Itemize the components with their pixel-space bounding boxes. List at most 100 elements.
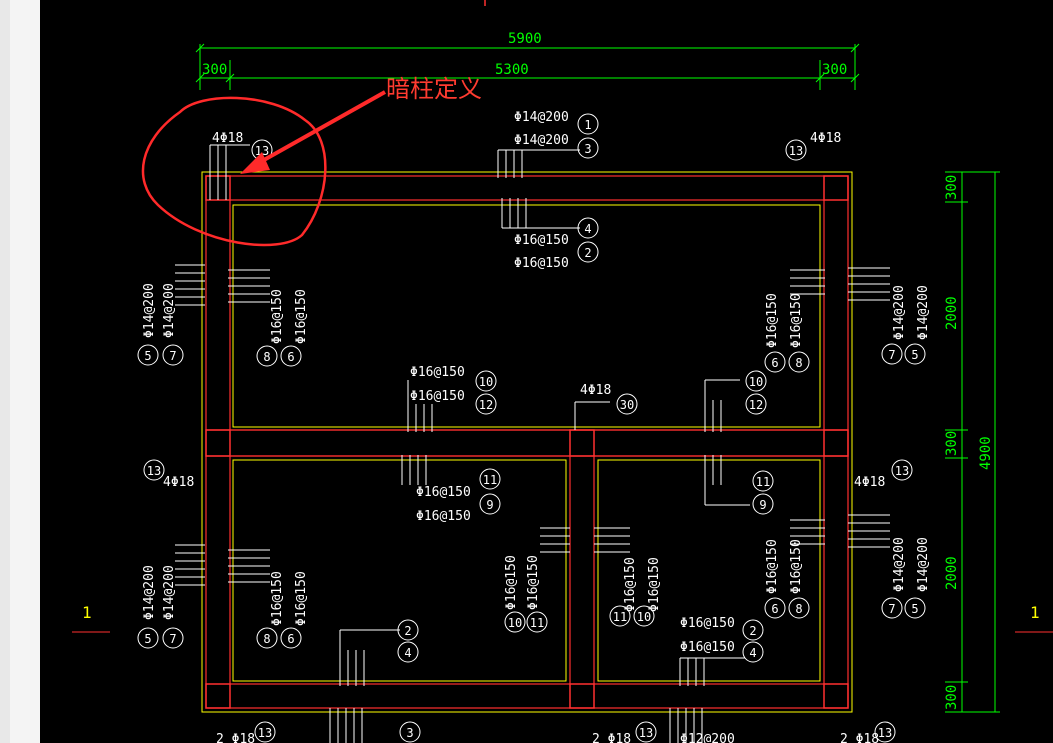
tag-circle-c12b	[745, 393, 767, 415]
tag-circle-c13f	[635, 721, 657, 743]
label-mid-bar-2: Φ16@150	[410, 389, 465, 404]
dim-top-mid: 5300	[495, 62, 529, 78]
tag-text-c3b: 3	[406, 726, 413, 740]
tag-circle-c7a	[162, 344, 184, 366]
tag-text-c5c: 5	[144, 632, 151, 646]
tag-text-c7c: 7	[169, 632, 176, 646]
label-right-v-1: Φ14@200	[892, 285, 907, 340]
tag-circle-c13b	[785, 139, 807, 161]
tag-text-c1: 1	[584, 118, 591, 132]
rebar-labels: 4Φ18 4Φ18 4Φ18 4Φ18 4Φ18 Φ14@200 Φ14@200…	[163, 110, 885, 655]
tag-text-c6d: 6	[771, 602, 778, 616]
tag-text-c7d: 7	[888, 602, 895, 616]
tag-circle-c6c	[280, 627, 302, 649]
label-cw-2: Φ16@150	[526, 555, 541, 610]
annotation-arrow-head	[240, 152, 270, 174]
label-lb-v-1: Φ14@200	[142, 565, 157, 620]
label-left-v-1: Φ14@200	[142, 283, 157, 338]
tag-text-c13e: 13	[258, 726, 272, 740]
label-br-1: Φ16@150	[680, 616, 735, 631]
tag-text-c6c: 6	[287, 632, 294, 646]
tag-circle-c13c	[143, 459, 165, 481]
annotation-circle	[141, 96, 327, 247]
tag-circle-c5b	[904, 343, 926, 365]
tag-text-c8d: 8	[795, 602, 802, 616]
dim-right-a: 300	[944, 175, 960, 200]
dim-top-left: 300	[202, 62, 227, 78]
label-lb-iv-1: Φ16@150	[270, 571, 285, 626]
tag-text-c6a: 6	[287, 350, 294, 364]
floor-plan-drawing[interactable]: 5900 300 5300 300 300 2000 300 2000 300 …	[40, 0, 1053, 743]
tag-circle-c8d	[788, 597, 810, 619]
tag-circle-c10b	[745, 370, 767, 392]
tag-circle-c8a	[256, 345, 278, 367]
dim-right-d: 2000	[944, 556, 960, 590]
tag-text-c30: 30	[620, 398, 634, 412]
tag-text-c6b: 6	[771, 356, 778, 370]
bottom-labels: 2 Φ18 2 Φ18 Φ12@200 2 Φ18	[216, 732, 879, 743]
label-ce-2: Φ16@150	[647, 557, 662, 612]
tag-circle-c11b	[752, 470, 774, 492]
dim-right-total: 4900	[978, 436, 994, 470]
tag-text-c9b: 9	[759, 498, 766, 512]
label-cw-1: Φ16@150	[504, 555, 519, 610]
tag-text-c12a: 12	[479, 398, 493, 412]
tag-text-c2c: 2	[749, 624, 756, 638]
label-left-iv-1: Φ16@150	[270, 289, 285, 344]
tag-text-c8c: 8	[263, 632, 270, 646]
tag-text-c4c: 4	[749, 646, 756, 660]
tag-circle-c4c	[742, 641, 764, 663]
tag-circle-c13g	[874, 721, 896, 743]
tag-circle-c10a	[475, 370, 497, 392]
tag-circle-c6a	[280, 345, 302, 367]
tag-text-c7b: 7	[888, 348, 895, 362]
label-col-tl: 4Φ18	[212, 131, 243, 146]
label-left-iv-2: Φ16@150	[294, 289, 309, 344]
tag-circle-c11a	[479, 468, 501, 490]
dim-top-right: 300	[822, 62, 847, 78]
rebar-leaders	[175, 144, 890, 743]
tag-text-c8a: 8	[263, 350, 270, 364]
side-panel-strip	[0, 0, 10, 743]
label-rb-iv-2: Φ16@150	[789, 539, 804, 594]
tag-text-c4b: 4	[404, 646, 411, 660]
tag-text-c10d: 10	[637, 610, 651, 624]
tag-text-c11c: 11	[530, 616, 544, 630]
section-mark-left: 1	[82, 603, 92, 622]
tag-text-c12b: 12	[749, 398, 763, 412]
right-dimension-lines	[945, 171, 1000, 713]
tag-circle-c10c	[504, 611, 526, 633]
cad-canvas[interactable]: 5900 300 5300 300 300 2000 300 2000 300 …	[40, 0, 1053, 743]
tag-circle-c4	[577, 217, 599, 239]
tag-circle-c2c	[742, 619, 764, 641]
tag-text-c9a: 9	[486, 498, 493, 512]
label-top-bar-2: Φ14@200	[514, 133, 569, 148]
tag-text-c11d: 11	[613, 610, 627, 624]
tag-text-c13b: 13	[789, 144, 803, 158]
tag-circle-c2	[577, 241, 599, 263]
label-bottom-4: 2 Φ18	[840, 732, 879, 743]
label-ce-1: Φ16@150	[623, 557, 638, 612]
top-dimension-lines	[195, 43, 860, 90]
tag-circle-c7b	[881, 343, 903, 365]
tag-circle-c13d	[891, 459, 913, 481]
label-mid-in-1: Φ16@150	[416, 485, 471, 500]
tag-circle-c11d	[609, 605, 631, 627]
tag-text-c13d: 13	[895, 464, 909, 478]
tag-circle-c7c	[162, 627, 184, 649]
tag-circle-c8c	[256, 627, 278, 649]
tag-circle-c1	[577, 113, 599, 135]
label-lb-iv-2: Φ16@150	[294, 571, 309, 626]
tag-circle-c3b	[399, 721, 421, 743]
annotation-text: 暗柱定义	[386, 75, 482, 103]
label-top-in-2: Φ16@150	[514, 256, 569, 271]
tag-circle-c2b	[397, 619, 419, 641]
label-top-in-1: Φ16@150	[514, 233, 569, 248]
tag-text-c13c: 13	[147, 464, 161, 478]
tag-text-c5b: 5	[911, 348, 918, 362]
label-mid-in-2: Φ16@150	[416, 509, 471, 524]
annotation-arrow	[254, 90, 386, 167]
tag-text-c13f: 13	[639, 726, 653, 740]
tag-text-c13a: 13	[255, 144, 269, 158]
